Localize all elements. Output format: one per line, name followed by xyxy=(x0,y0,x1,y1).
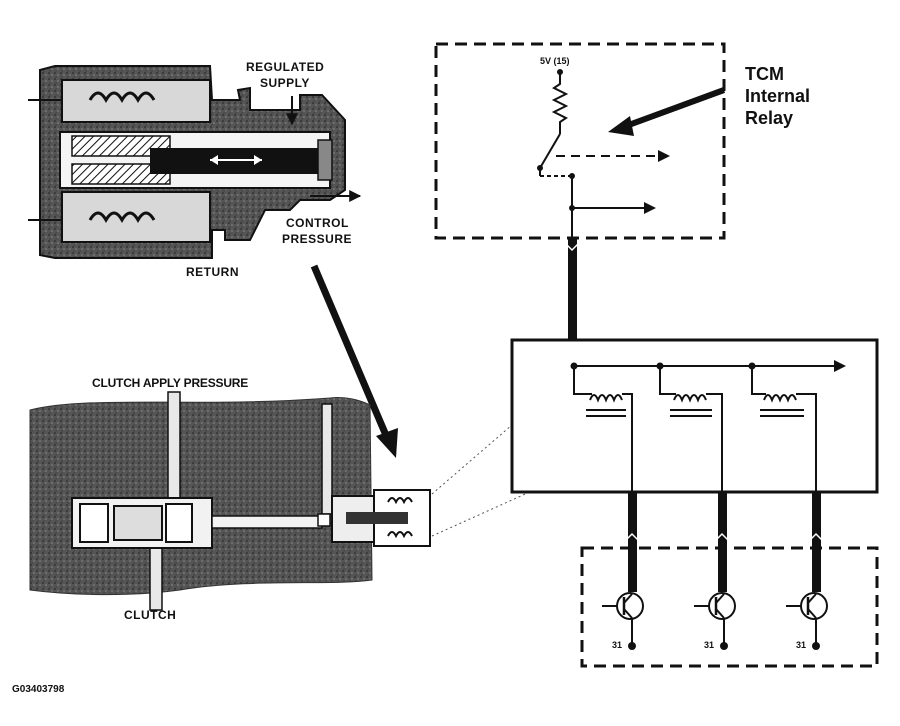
spool-land-1 xyxy=(79,503,109,543)
driver-cable-3 xyxy=(812,492,821,592)
relay-resistor xyxy=(551,72,569,134)
label-voltage: 5V (15) xyxy=(540,56,570,66)
spring-top xyxy=(71,135,171,157)
spool-land-3 xyxy=(165,503,193,543)
coil-symbol-bottom xyxy=(88,211,156,224)
ecu-coil-2 xyxy=(659,366,723,492)
label-supply: SUPPLY xyxy=(260,76,310,90)
relay-switch-contact xyxy=(539,133,561,169)
label-control: CONTROL xyxy=(286,216,349,230)
transistor-3 xyxy=(786,560,828,650)
label-ground-2: 31 xyxy=(704,640,715,650)
callout-arrow-valve xyxy=(310,264,392,442)
control-channel xyxy=(321,403,333,515)
label-return: RETURN xyxy=(186,265,239,279)
relay-box xyxy=(434,42,726,240)
label-ground-1: 31 xyxy=(612,640,623,650)
ecu-coil-3 xyxy=(751,366,817,492)
small-coil-bottom xyxy=(387,531,413,539)
label-regulated: REGULATED xyxy=(246,60,325,74)
label-internal: Internal xyxy=(745,86,811,106)
coil-symbol-top xyxy=(88,91,156,104)
driver-cable-1 xyxy=(628,492,637,592)
clutch-valve-body xyxy=(29,391,431,611)
coil-window-top xyxy=(61,79,211,123)
figure-id: G03403798 xyxy=(12,684,65,695)
label-clutch: CLUTCH xyxy=(124,608,177,622)
label-relay: Relay xyxy=(745,108,794,128)
driver-cable-2 xyxy=(718,492,727,592)
transistor-2 xyxy=(694,560,736,650)
ecu-coil-1 xyxy=(573,366,633,492)
solenoid-valve-cutaway xyxy=(28,65,362,259)
apply-pressure-channel xyxy=(167,391,181,503)
zoom-line-bottom xyxy=(431,445,633,537)
transistor-box xyxy=(580,546,879,668)
valve-seat xyxy=(317,139,333,181)
small-solenoid-core xyxy=(346,512,408,524)
relay-cable xyxy=(568,238,577,340)
ecu-module xyxy=(510,338,879,494)
callout-arrowhead-valve xyxy=(376,428,398,458)
label-clutch-apply-pressure: CLUTCH APPLY PRESSURE xyxy=(92,376,249,390)
spool-land-2 xyxy=(113,505,163,541)
transistor-1 xyxy=(602,560,644,650)
clutch-channel xyxy=(149,547,163,611)
label-tcm: TCM xyxy=(745,64,784,84)
label-pressure: PRESSURE xyxy=(282,232,353,246)
feed-passage xyxy=(211,515,323,529)
tcm-pointer-arrow xyxy=(624,87,726,129)
label-ground-3: 31 xyxy=(796,640,807,650)
small-coil-top xyxy=(387,497,413,505)
casting xyxy=(29,397,373,596)
